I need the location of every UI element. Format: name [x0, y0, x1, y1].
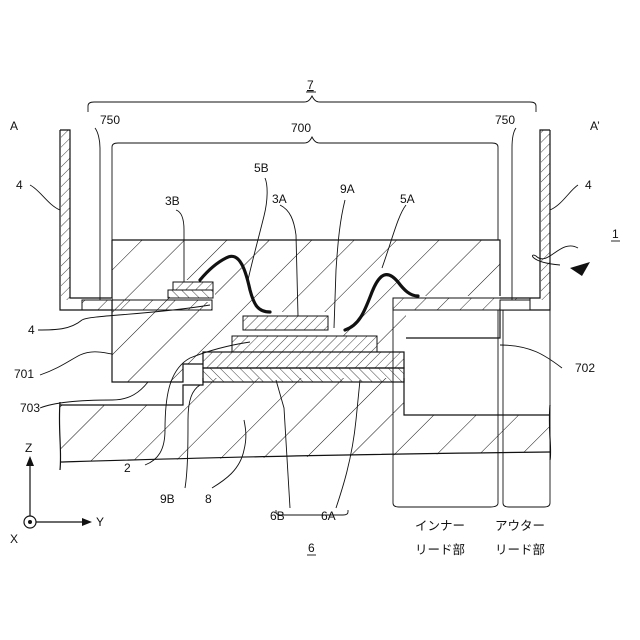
axis-z-label: Z	[25, 441, 32, 455]
label-8: 8	[205, 492, 212, 506]
label-3a: 3A	[272, 192, 287, 206]
section-label-end: A’	[590, 119, 600, 133]
layer-6b	[203, 352, 404, 368]
label-3b: 3B	[165, 194, 180, 208]
inner-lead-label-line1: インナー	[415, 518, 465, 533]
bracket-750-left	[95, 128, 100, 300]
label-700: 700	[291, 121, 311, 135]
label-9b: 9B	[160, 492, 175, 506]
label-6a: 6A	[321, 509, 336, 523]
group-6-bracket	[276, 510, 348, 515]
outer-lead-region	[503, 310, 550, 507]
axis-x-label: X	[10, 532, 18, 546]
z-arrow-icon	[26, 456, 34, 466]
pad-3b	[168, 282, 213, 298]
y-arrow-icon	[82, 518, 92, 526]
inner-lead-region	[393, 310, 498, 507]
label-4-inner: 4	[28, 323, 35, 337]
bracket-7	[88, 96, 536, 112]
label-5b: 5B	[254, 161, 269, 175]
outer-lead-label-line2: リード部	[495, 542, 545, 557]
bracket-700	[112, 137, 498, 240]
label-7: 7	[307, 78, 314, 92]
label-5a: 5A	[400, 192, 415, 206]
label-750-right: 750	[495, 113, 515, 127]
outer-lead-label-line1: アウター	[495, 518, 545, 533]
label-6: 6	[308, 541, 315, 555]
inner-lead-label-line2: リード部	[415, 542, 465, 557]
label-701: 701	[14, 367, 34, 381]
label-703: 703	[20, 401, 40, 415]
label-1: 1	[612, 227, 619, 241]
section-label-start: A	[10, 119, 18, 133]
substrate-8	[59, 378, 550, 470]
label-9a: 9A	[340, 182, 355, 196]
label-702: 702	[575, 361, 595, 375]
bracket-750-right	[512, 128, 516, 300]
label-2: 2	[124, 461, 131, 475]
label-750-left: 750	[100, 113, 120, 127]
axis-y-label: Y	[96, 515, 104, 529]
label-4-left: 4	[16, 178, 23, 192]
layer-6a	[203, 368, 404, 382]
chip-2	[232, 336, 377, 352]
label-6b: 6B	[270, 509, 285, 523]
label-4-right: 4	[585, 178, 592, 192]
pad-3a	[243, 316, 328, 330]
